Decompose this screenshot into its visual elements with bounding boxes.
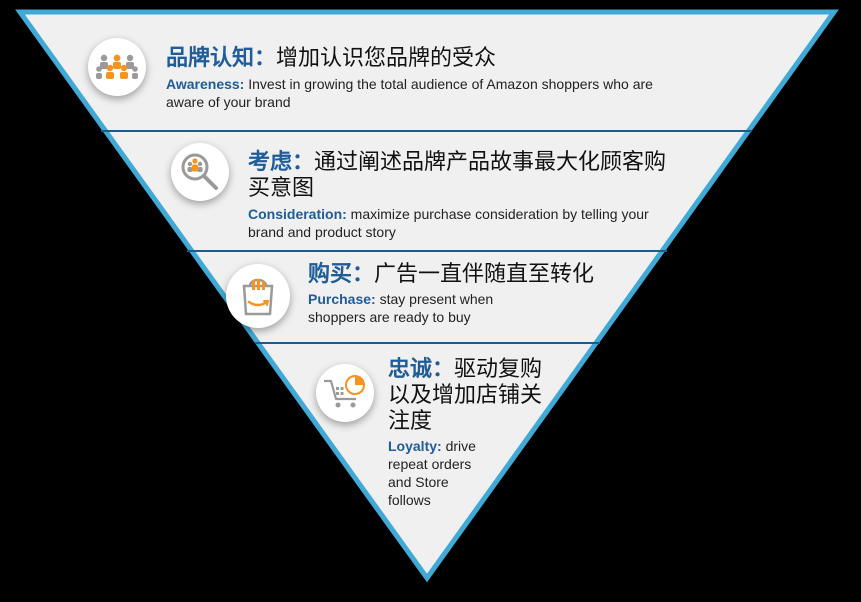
stage-description: Loyalty: drive repeat orders and Store f…: [388, 437, 490, 509]
stage-description: Purchase: stay present when shoppers are…: [308, 290, 523, 326]
cart-pie-icon: [316, 364, 374, 422]
stage-headline: 购买：广告一直伴随直至转化: [308, 262, 648, 288]
stage-en-text: Invest in growing the total audience of …: [166, 76, 653, 110]
stage-en-label: Consideration:: [248, 206, 347, 222]
stage-zh-text: 广告一直伴随直至转化: [374, 262, 595, 287]
stage-zh-text: 驱动复购以及增加店铺关注度: [388, 357, 543, 434]
stage-zh-label: 品牌认知：: [166, 46, 277, 71]
stage-zh-text: 增加认识您品牌的受众: [276, 46, 497, 71]
stage-en-label: Loyalty:: [388, 438, 442, 454]
stage-en-label: Awareness:: [166, 76, 245, 92]
magnifier-people-icon: [171, 143, 229, 201]
stage-zh-label: 忠诚：: [388, 357, 455, 382]
funnel-triangle: [15, 9, 839, 583]
stage-en-label: Purchase:: [308, 291, 376, 307]
shopping-bag-icon: [226, 264, 290, 328]
stage-en-text: drive repeat orders and Store follows: [388, 438, 476, 508]
stage-headline: 考虑：通过阐述品牌产品故事最大化顾客购买意图: [248, 150, 668, 202]
stage-en-text: stay present when shoppers are ready to …: [308, 291, 494, 325]
stage-description: Awareness: Invest in growing the total a…: [166, 75, 686, 111]
stage-headline: 品牌认知：增加认识您品牌的受众: [166, 46, 706, 72]
people-group-icon: [88, 38, 146, 96]
stage-description: Consideration: maximize purchase conside…: [248, 205, 663, 241]
stage-zh-label: 考虑：: [248, 150, 315, 175]
stage-en-text: maximize purchase consideration by telli…: [248, 206, 649, 240]
stage-zh-text: 通过阐述品牌产品故事最大化顾客购买意图: [248, 150, 667, 201]
stage-headline: 忠诚：驱动复购以及增加店铺关注度: [388, 357, 548, 435]
stage-zh-label: 购买：: [308, 262, 375, 287]
